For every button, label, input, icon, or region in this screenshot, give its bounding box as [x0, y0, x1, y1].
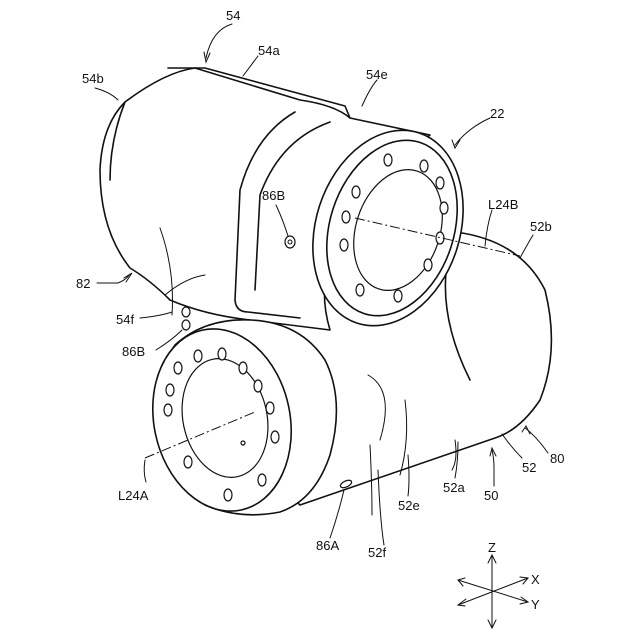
label-52b: 52b	[530, 219, 552, 234]
label-54b: 54b	[82, 71, 104, 86]
label-52f: 52f	[368, 545, 386, 560]
label-L24B: L24B	[488, 197, 518, 212]
axis-label-x: X	[531, 572, 540, 587]
label-54f: 54f	[116, 312, 134, 327]
label-L24A: L24A	[118, 488, 149, 503]
label-52e: 52e	[398, 498, 420, 513]
label-52a: 52a	[443, 480, 465, 495]
label-52: 52	[522, 460, 536, 475]
label-82: 82	[76, 276, 90, 291]
label-86B-left: 86B	[122, 344, 145, 359]
label-86A: 86A	[316, 538, 339, 553]
label-54a: 54a	[258, 43, 280, 58]
label-54: 54	[226, 8, 240, 23]
coordinate-axes: Z X Y	[458, 540, 540, 628]
feature-86B-left	[182, 307, 190, 330]
axis-label-z: Z	[488, 540, 496, 555]
feature-86B-top	[285, 236, 295, 248]
label-86B-top: 86B	[262, 188, 285, 203]
label-22: 22	[490, 106, 504, 121]
label-80: 80	[550, 451, 564, 466]
label-50: 50	[484, 488, 498, 503]
label-54e: 54e	[366, 67, 388, 82]
axis-label-y: Y	[531, 597, 540, 612]
